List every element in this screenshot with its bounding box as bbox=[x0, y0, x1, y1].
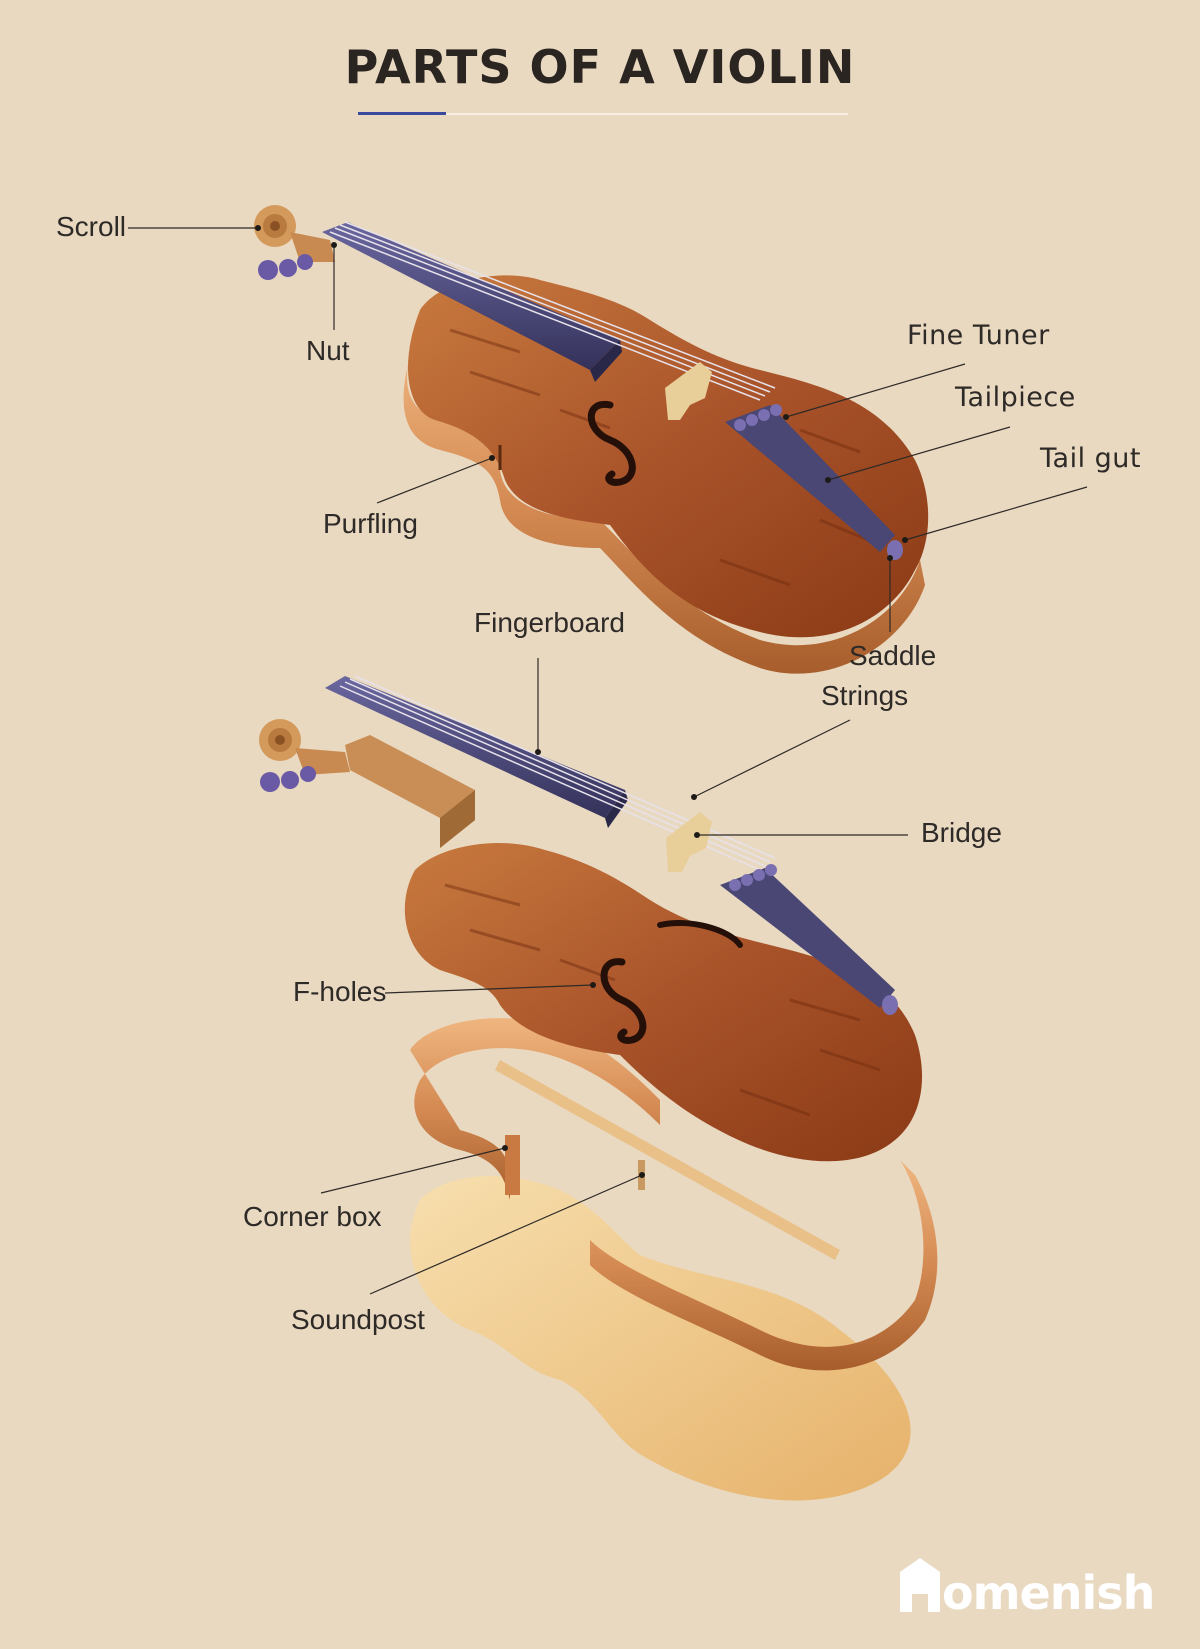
exploded-back-plate bbox=[410, 1176, 910, 1500]
label-f-holes: F-holes bbox=[293, 976, 386, 1008]
exploded-bridge bbox=[666, 812, 712, 872]
label-strings: Strings bbox=[821, 680, 908, 712]
exploded-corner-box bbox=[505, 1135, 520, 1195]
label-purfling: Purfling bbox=[323, 508, 418, 540]
label-saddle: Saddle bbox=[849, 640, 936, 672]
assembled-scroll bbox=[254, 205, 335, 280]
label-soundpost: Soundpost bbox=[291, 1304, 425, 1336]
title-underline-accent bbox=[358, 112, 446, 115]
label-nut: Nut bbox=[306, 335, 350, 367]
exploded-top-plate bbox=[405, 843, 922, 1161]
exploded-violin bbox=[259, 676, 937, 1500]
page-title: PARTS OF A VIOLIN bbox=[0, 40, 1200, 94]
label-tail-gut: Tail gut bbox=[1040, 443, 1141, 474]
label-fine-tuner: Fine Tuner bbox=[907, 320, 1050, 351]
brand-house-icon bbox=[900, 1558, 940, 1612]
brand-logo: omenish bbox=[942, 1566, 1154, 1620]
assembled-violin bbox=[254, 205, 928, 674]
label-tailpiece: Tailpiece bbox=[955, 382, 1076, 413]
exploded-scroll bbox=[259, 719, 350, 792]
label-scroll: Scroll bbox=[56, 211, 126, 243]
label-bridge: Bridge bbox=[921, 817, 1002, 849]
label-fingerboard: Fingerboard bbox=[474, 607, 625, 639]
label-corner-box: Corner box bbox=[243, 1201, 382, 1233]
